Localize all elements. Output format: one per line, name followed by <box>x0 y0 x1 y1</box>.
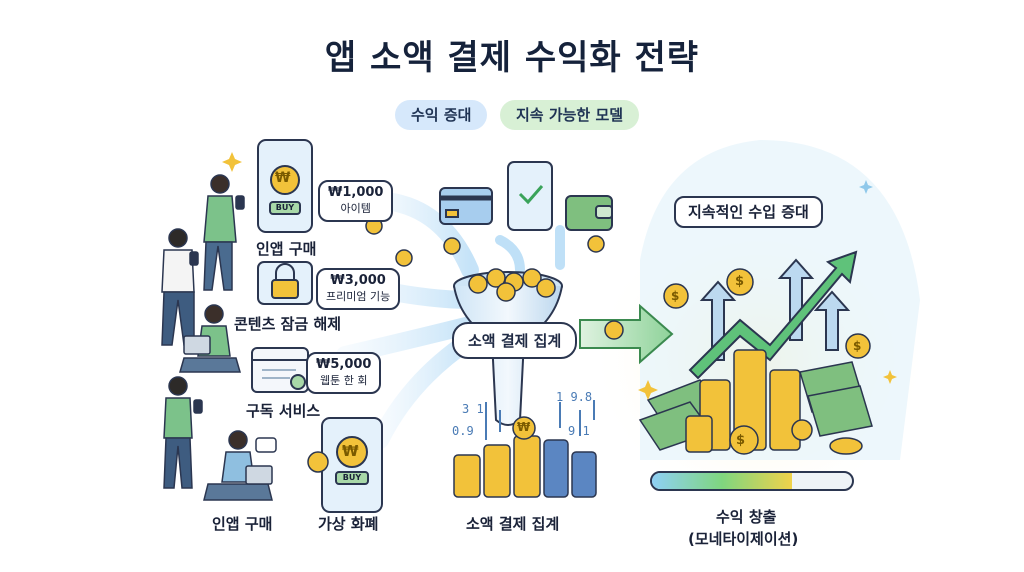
price-bubble-webtoon: ₩5,000 웹툰 한 회 <box>306 352 382 394</box>
coin-symbol-phone1: ₩ <box>275 170 291 186</box>
price-premium-desc: 프리미엄 기능 <box>326 290 391 303</box>
phone-virtual-currency <box>321 417 383 513</box>
price-webtoon-desc: 웹툰 한 회 <box>319 374 368 387</box>
tag-sustainable-model: 지속 가능한 모델 <box>500 100 640 130</box>
flow-stream-top <box>495 225 565 275</box>
label-revenue: 수익 창출 <box>716 508 777 526</box>
credit-card-icon <box>439 187 493 225</box>
price-item: ₩1,000 <box>328 185 384 200</box>
coin-symbol-phone2: ₩ <box>342 442 359 460</box>
price-webtoon: ₩5,000 <box>316 357 372 372</box>
dollar-symbol-2: $ <box>735 274 745 289</box>
buy-button-1[interactable]: BUY <box>275 203 295 212</box>
falling-coins <box>365 217 624 340</box>
digit-3: 1 9.8 <box>556 390 593 404</box>
calendar-icon <box>251 347 309 393</box>
price-bubble-item: ₩1,000 아이템 <box>318 180 394 222</box>
label-virtual-currency: 가상 화폐 <box>318 515 379 533</box>
coin-symbol-center: ₩ <box>517 420 531 434</box>
dollar-symbol-1: $ <box>736 433 746 448</box>
price-item-desc: 아이템 <box>340 202 371 215</box>
lock-icon <box>257 261 313 305</box>
sparkles <box>222 152 897 400</box>
buy-button-2[interactable]: BUY <box>342 473 362 482</box>
aggregation-label: 소액 결제 집계 <box>466 515 560 533</box>
revenue-progress-bar <box>650 471 854 491</box>
digit-4: 9 1 <box>568 424 590 438</box>
tag-revenue-increase: 수익 증대 <box>395 100 488 130</box>
person-2 <box>161 228 199 346</box>
person-5 <box>203 430 277 501</box>
coin-stacks <box>453 416 597 498</box>
result-bubble: 지속적인 수입 증대 <box>674 196 823 228</box>
person-1 <box>203 174 245 291</box>
result-coin-stacks <box>663 268 871 455</box>
digit-1: 3 1 <box>462 402 484 416</box>
funnel-coins <box>468 268 556 302</box>
dollar-symbol-3: $ <box>671 289 680 303</box>
label-in-app-purchase-2: 인앱 구매 <box>212 515 273 533</box>
dollar-symbol-4: $ <box>853 339 862 353</box>
funnel-label: 소액 결제 집계 <box>452 322 578 359</box>
label-in-app-purchase: 인앱 구매 <box>256 240 317 258</box>
page-title: 앱 소액 결제 수익화 전략 <box>324 38 700 78</box>
label-content-unlock: 콘텐츠 잠금 해제 <box>234 315 342 333</box>
person-4 <box>163 376 203 489</box>
wallet-icon <box>565 195 613 231</box>
revenue-progress-fill <box>652 473 792 489</box>
phone-in-app <box>257 139 313 233</box>
coin-flying-1 <box>307 451 329 473</box>
price-premium: ₩3,000 <box>330 273 386 288</box>
label-subscription: 구독 서비스 <box>246 402 321 420</box>
digit-2: 0.9 <box>452 424 474 438</box>
flow-arrow-right <box>579 303 674 365</box>
growth-arrows <box>688 250 858 380</box>
digital-rain <box>485 400 595 440</box>
price-bubble-premium: ₩3,000 프리미엄 기능 <box>316 268 401 310</box>
person-3 <box>179 304 241 373</box>
mobile-pay-icon <box>507 161 553 231</box>
label-monetization: (모네타이제이션) <box>688 530 799 548</box>
